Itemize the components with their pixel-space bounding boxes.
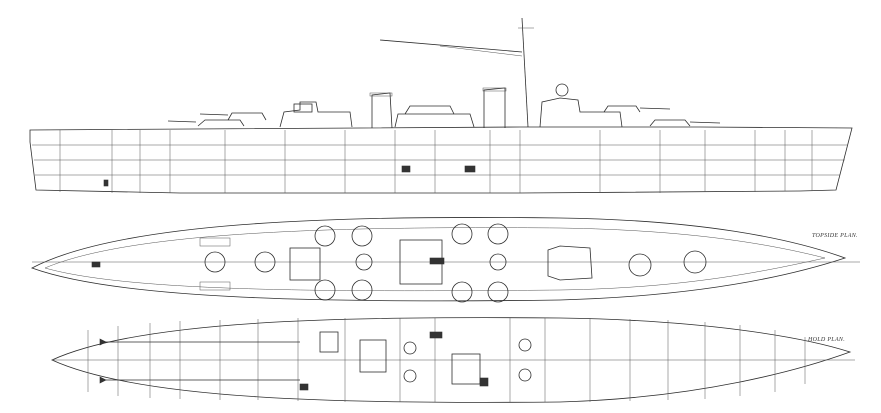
topsides-plan (31, 217, 860, 303)
hold-plan-label: HOLD PLAN. (808, 337, 846, 343)
hold-plan (51, 317, 855, 403)
topsides-plan-label: TOPSIDE PLAN. (812, 233, 858, 239)
profile-elevation (29, 17, 853, 194)
